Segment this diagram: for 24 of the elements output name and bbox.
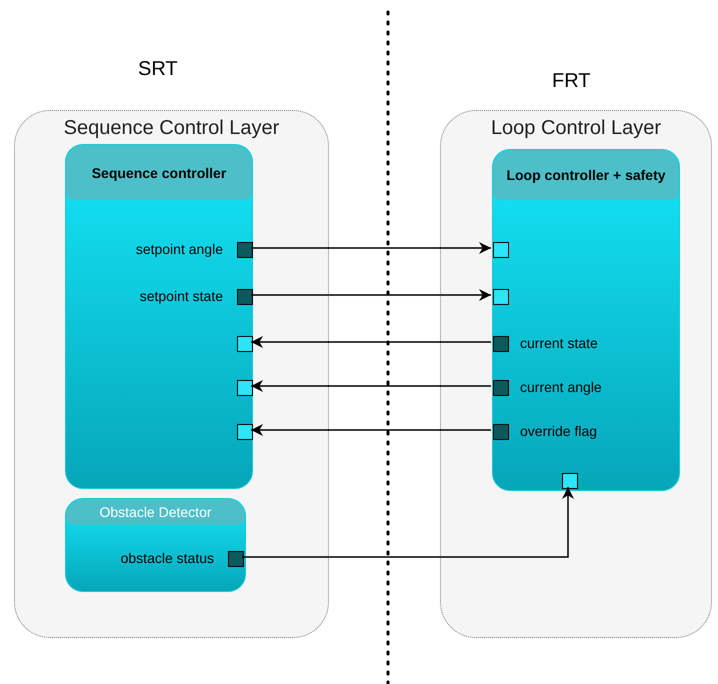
arrow <box>242 487 574 558</box>
port-label: current angle <box>520 379 602 395</box>
layer-title: Sequence Control Layer <box>62 117 280 140</box>
port-label: current state <box>520 335 598 351</box>
component-header: Loop controller + safety <box>493 150 679 200</box>
arrow <box>251 424 491 436</box>
arrow <box>251 242 491 254</box>
arrow <box>251 289 491 301</box>
component-box <box>65 498 246 592</box>
section-label: SRT <box>138 58 178 81</box>
arrow <box>251 336 491 348</box>
layer-container <box>440 110 712 638</box>
layer-title: Loop Control Layer <box>490 117 662 140</box>
layer-container <box>14 110 329 638</box>
port-label: setpoint angle <box>136 241 223 257</box>
port-label: obstacle status <box>120 550 214 566</box>
arrow <box>251 380 491 392</box>
component-header: Obstacle Detector <box>66 499 245 525</box>
port-label: setpoint state <box>140 288 223 304</box>
section-label: FRT <box>552 70 591 93</box>
component-box <box>492 149 680 491</box>
port-label: override flag <box>520 423 598 439</box>
component-box <box>65 144 253 489</box>
component-header: Sequence controller <box>66 145 252 200</box>
